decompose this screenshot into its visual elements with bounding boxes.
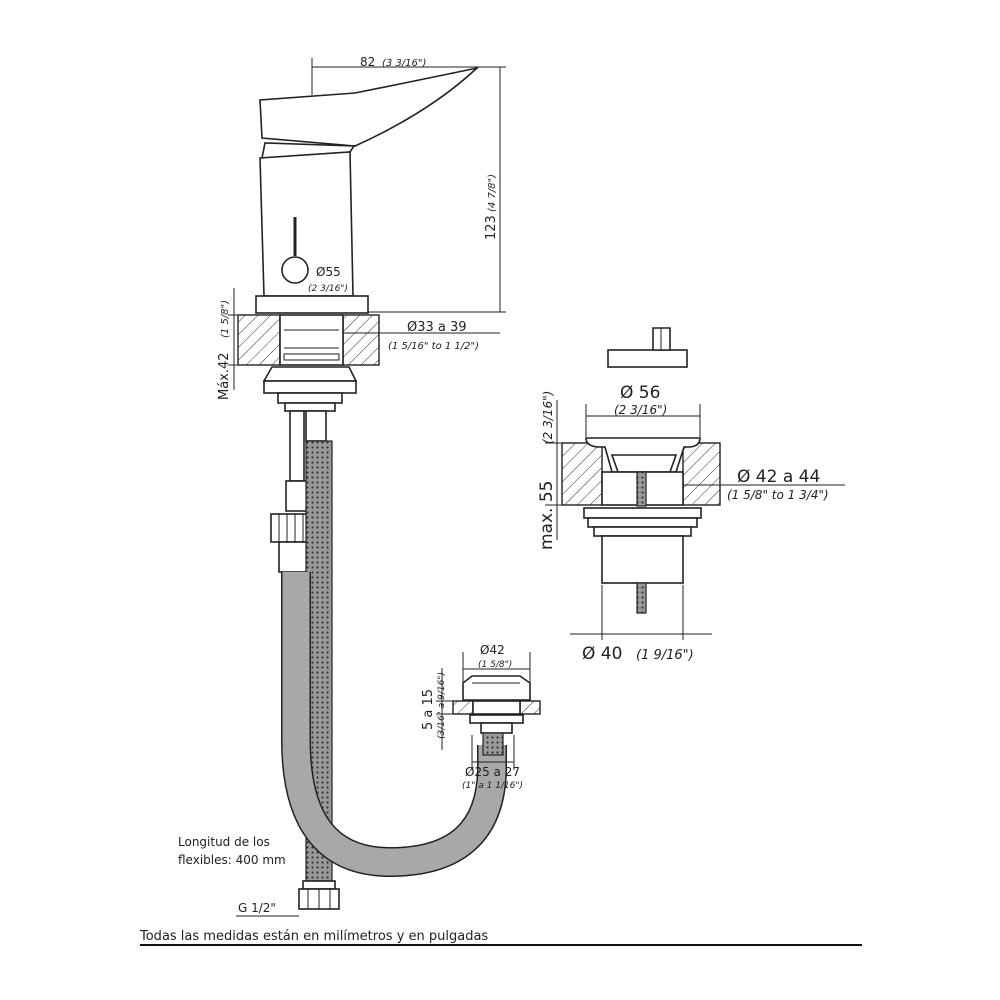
faucet-width-inch: (3 3/16") [382,58,426,69]
faucet-assembly [237,66,507,910]
aux-thickness-inch: (3/16" a 9/16") [437,672,447,739]
body-dia-main: Ø55 [316,265,341,279]
drain-countertop-right [682,442,721,506]
drain-threaded-rod [636,471,647,507]
hose-thread-label: G 1/2" [238,901,276,915]
drain-bottom-dia-main: Ø 40 [582,644,622,664]
aux-fitting-stem [482,732,504,756]
drain-bottom-dia-inch: (1 9/16") [636,648,694,663]
aux-fitting [452,675,541,756]
drain-hole-inch: (1 5/8" to 1 3/4") [727,488,829,502]
countertop-right [342,314,380,366]
faucet-lever [259,66,480,147]
hole-dia-main: Ø33 a 39 [407,320,467,335]
faucet-thread-stud [284,402,336,412]
aux-dia-inch: (1 5/8") [478,660,512,670]
faucet-lock-nut [262,366,358,382]
aux-dia-main: Ø42 [480,643,505,657]
max-thickness-inch: (1 5/8") [220,300,231,338]
faucet-width-main: 82 [360,55,375,69]
aux-hole-inch: (1" a 1 1/16") [462,781,523,791]
body-dia-inch: (2 3/16") [308,284,348,294]
drain-assembly [561,327,721,614]
drain-top-dia-main: Ø 56 [620,383,660,403]
hose-end-fitting [302,880,336,890]
faucet-height-inch: (4 7/8") [487,174,498,212]
footer-note: Todas las medidas están en milímetros y … [139,929,488,944]
supply-tube-right [305,410,327,442]
aux-hole-main: Ø25 a 27 [465,765,520,779]
aux-fitting-dimensions: Ø42 (1 5/8") 5 a 15 (3/16" a 9/16") Ø25 … [421,643,531,791]
hose-labels: Longitud de los flexibles: 400 mm G 1/2" [178,835,299,917]
hose-length-line2: flexibles: 400 mm [178,853,286,867]
drain-lower-nut [583,507,702,519]
drain-top-dia-inch: (2 3/16") [614,403,667,417]
aux-thickness-main: 5 a 15 [421,689,436,730]
max-thickness-main: Máx.42 [217,352,232,400]
hole-dia-inch: (1 5/16" to 1 1/2") [388,341,479,352]
footer: Todas las medidas están en milímetros y … [139,929,862,946]
faucet-shank [279,314,344,366]
drain-dimensions: Ø 56 (2 3/16") max. 55 (2 3/16") Ø 42 a … [537,383,845,664]
faucet-base-flange [255,295,369,314]
drain-hole-main: Ø 42 a 44 [737,467,820,487]
hose-length-line1: Longitud de los [178,835,270,849]
drain-plug-cap [607,349,688,368]
countertop-left [237,314,281,366]
supply-tube-left [289,410,305,482]
faucet-dimensions: 82 (3 3/16") 123 (4 7/8") Ø55 (2 3/16") … [217,55,506,400]
drain-max-main: max. 55 [537,481,557,550]
faucet-height-main: 123 [484,215,499,240]
drain-max-inch: (2 3/16") [541,391,555,444]
drain-countertop-left [561,442,603,506]
drain-body-tube [601,535,684,584]
indicator-circle [281,256,309,284]
